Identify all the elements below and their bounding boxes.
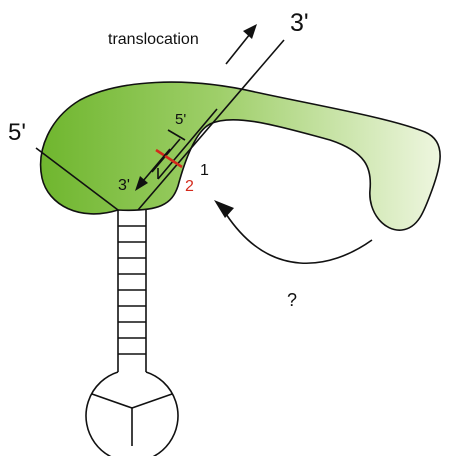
loop-circle (85, 371, 179, 456)
loop-spoke (91, 393, 133, 409)
inner-arrowhead (135, 176, 148, 191)
label-3prime-inner: 3' (118, 177, 130, 194)
curved-arrow (214, 200, 373, 264)
label-5prime-inner: 5' (175, 111, 186, 128)
label-3prime-top: 3' (290, 9, 309, 37)
label-site-1: 1 (200, 162, 209, 179)
inner-arrow (135, 148, 171, 191)
loop-spoke (131, 393, 173, 409)
translocation-arrowhead (243, 24, 257, 39)
label-5prime-left: 5' (8, 119, 26, 146)
enzyme-body (39, 81, 441, 231)
strand-cap (167, 129, 186, 141)
label-question: ? (287, 290, 297, 310)
basepair-red (155, 148, 183, 169)
curved-arrowhead (214, 200, 234, 218)
strand-inner (157, 108, 218, 180)
strand-3prime-long (137, 39, 285, 211)
stem (117, 210, 147, 372)
translocation-arrow (225, 24, 257, 65)
strand-5prime (35, 147, 119, 211)
label-site-2: 2 (185, 178, 194, 195)
label-translocation: translocation (108, 31, 199, 48)
stem-loop (85, 371, 179, 456)
